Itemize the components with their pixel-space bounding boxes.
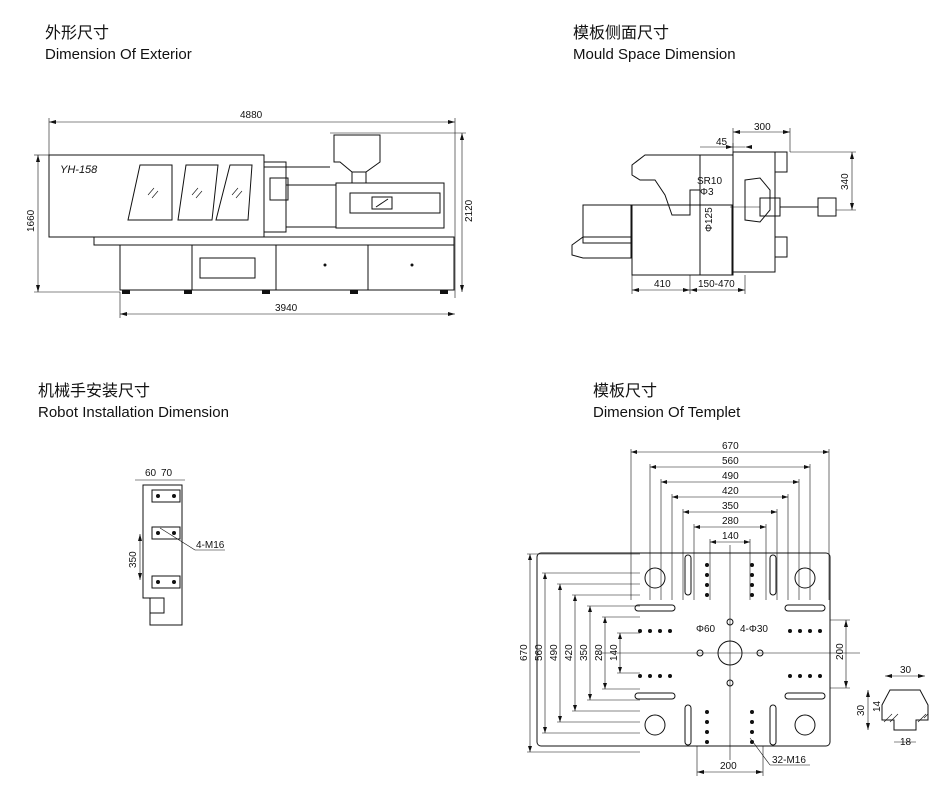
- templet-vdim-label: 420: [564, 644, 575, 661]
- templet-vdim-label: 490: [549, 644, 560, 661]
- mould-title-cn: 模板侧面尺寸: [573, 23, 670, 42]
- bolt-hole: [750, 730, 754, 734]
- base-length-label: 3940: [275, 303, 298, 314]
- mould-dim-300: 300: [754, 122, 771, 133]
- bolt-hole: [658, 629, 662, 633]
- detail-dim-14: 14: [872, 700, 883, 712]
- bolt-hole: [750, 740, 754, 744]
- bolt-hole: [705, 583, 709, 587]
- templet-hdim-label: 350: [722, 501, 739, 512]
- robot-drawing: 60 70 350 4-M16: [128, 468, 225, 626]
- robot-title-cn: 机械手安装尺寸: [38, 381, 151, 400]
- bolt-hole: [638, 674, 642, 678]
- templet-title-cn: 模板尺寸: [593, 381, 658, 400]
- bolt-hole: [705, 710, 709, 714]
- templet-vdim-label: 670: [519, 644, 530, 661]
- templet-vdim-label: 560: [534, 644, 545, 661]
- mould-dim-150-470: 150-470: [698, 279, 735, 290]
- templet-vdim-label: 280: [594, 644, 605, 661]
- model-label: YH-158: [60, 164, 98, 176]
- bolt-hole: [818, 629, 822, 633]
- exterior-title-cn: 外形尺寸: [45, 23, 110, 42]
- bolt-hole: [808, 674, 812, 678]
- templet-vdim-label: 350: [579, 644, 590, 661]
- exterior-title-en: Dimension Of Exterior: [45, 46, 192, 63]
- templet-bolts-note: 32-M16: [772, 755, 806, 766]
- bolt-hole: [750, 593, 754, 597]
- templet-vdim-label: 140: [609, 644, 620, 661]
- templet-hdim-label: 490: [722, 471, 739, 482]
- exterior-title-block: 外形尺寸 Dimension Of Exterior: [45, 22, 192, 66]
- bolt-hole: [818, 674, 822, 678]
- templet-title-en: Dimension Of Templet: [593, 404, 741, 421]
- templet-hdim-label: 560: [722, 456, 739, 467]
- bolt-hole: [705, 740, 709, 744]
- bolt-hole: [798, 674, 802, 678]
- bolt-hole: [705, 730, 709, 734]
- bolt-hole: [750, 710, 754, 714]
- robot-dim-60: 60: [145, 468, 157, 479]
- mould-dim-340: 340: [840, 173, 851, 190]
- height-right-label: 2120: [464, 199, 475, 222]
- bolt-hole: [750, 720, 754, 724]
- bolt-hole: [705, 573, 709, 577]
- bolt-hole: [638, 629, 642, 633]
- detail-dim-18: 18: [900, 737, 912, 748]
- robot-title-en: Robot Installation Dimension: [38, 404, 229, 421]
- templet-hdim-label: 280: [722, 516, 739, 527]
- bolt-hole: [750, 563, 754, 567]
- robot-dim-70: 70: [161, 468, 173, 479]
- overall-length-label: 4880: [240, 110, 263, 121]
- bolt-hole: [788, 629, 792, 633]
- detail-dim-30-left: 30: [856, 704, 867, 716]
- mould-title-en: Mould Space Dimension: [573, 46, 736, 63]
- templet-dim-200-right: 200: [835, 643, 846, 660]
- bolt-hole: [668, 629, 672, 633]
- bolt-hole: [750, 583, 754, 587]
- bolt-hole: [705, 720, 709, 724]
- exterior-drawing: 4880 1660 2120 YH-158: [26, 110, 475, 318]
- robot-title-block: 机械手安装尺寸 Robot Installation Dimension: [38, 380, 229, 424]
- bolt-hole: [705, 563, 709, 567]
- bolt-hole: [808, 629, 812, 633]
- bolt-hole: [668, 674, 672, 678]
- templet-holes-note: 4-Φ30: [740, 624, 768, 635]
- mould-title-block: 模板侧面尺寸 Mould Space Dimension: [573, 22, 736, 66]
- mould-drawing: 300 45 340 SR10 Φ3 Φ125: [571, 122, 856, 294]
- bolt-hole: [705, 593, 709, 597]
- templet-dim-200-bottom: 200: [720, 761, 737, 772]
- bolt-hole: [648, 674, 652, 678]
- templet-title-block: 模板尺寸 Dimension Of Templet: [593, 380, 740, 424]
- templet-drawing: 670 560 490 420 350 280 140 670 560 490 420 350 280…: [519, 441, 929, 776]
- bolt-hole: [750, 573, 754, 577]
- bolt-hole: [788, 674, 792, 678]
- mould-dim-phi125: Φ125: [704, 207, 715, 232]
- templet-hdim-label: 420: [722, 486, 739, 497]
- mould-dim-sr10: SR10: [697, 176, 722, 187]
- mould-dim-45: 45: [716, 137, 728, 148]
- robot-dim-350: 350: [128, 551, 139, 568]
- bolt-hole: [648, 629, 652, 633]
- detail-dim-30-top: 30: [900, 665, 912, 676]
- bolt-hole: [658, 674, 662, 678]
- bolt-hole: [798, 629, 802, 633]
- templet-phi60: Φ60: [696, 624, 716, 635]
- mould-dim-phi3: Φ3: [700, 187, 714, 198]
- height-left-label: 1660: [26, 209, 37, 232]
- mould-dim-410: 410: [654, 279, 671, 290]
- templet-hdim-label: 670: [722, 441, 739, 452]
- robot-hole-note: 4-M16: [196, 540, 225, 551]
- templet-hdim-label: 140: [722, 531, 739, 542]
